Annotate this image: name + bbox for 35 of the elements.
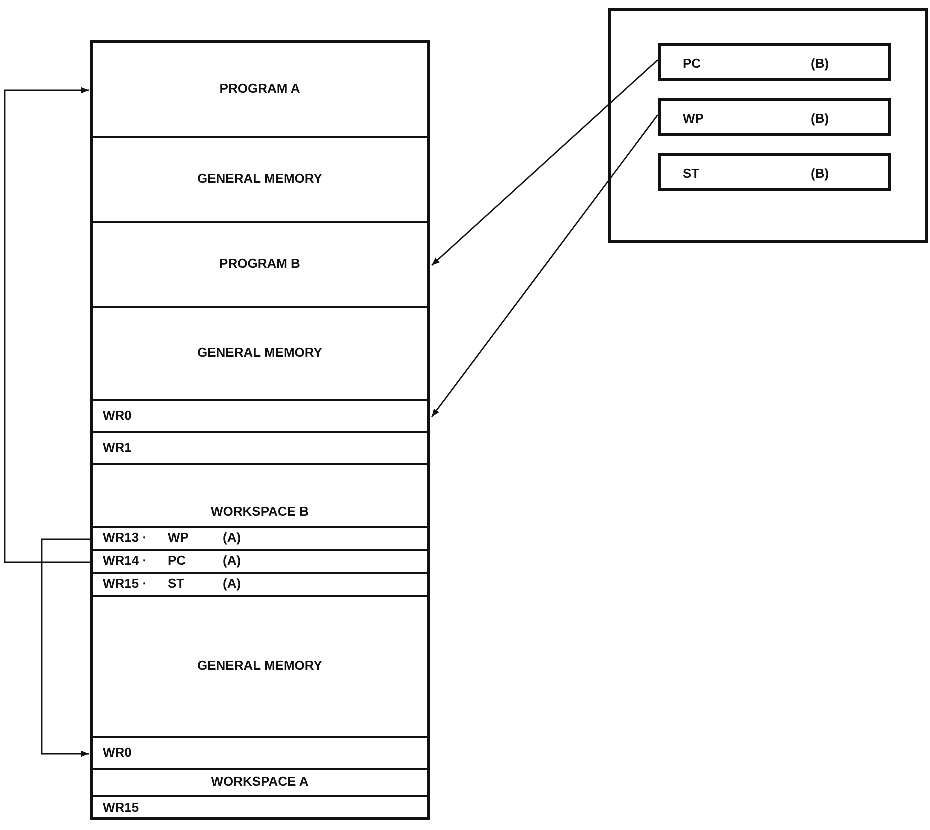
row-label: WORKSPACE A	[210, 774, 310, 789]
row-label: (B)	[811, 56, 830, 70]
row-label: PC	[683, 56, 702, 70]
row-label: WR1	[103, 440, 132, 454]
register-box	[658, 43, 891, 81]
row-label: WR0	[103, 744, 132, 760]
row-label: (B)	[811, 110, 830, 126]
row-label: (A)	[223, 553, 242, 568]
row-label: PROGRAM B	[218, 256, 302, 271]
row-label: GENERAL MEMORY	[196, 658, 324, 673]
register-box	[658, 153, 891, 191]
register-box	[658, 98, 891, 136]
row-label: WR0	[103, 408, 132, 422]
arrow	[4, 87, 90, 564]
arrow	[432, 60, 658, 266]
row-label: WP	[168, 530, 189, 545]
row-label: WR15	[103, 800, 140, 814]
row-label: PROGRAM A	[218, 81, 302, 96]
row-label: GENERAL MEMORY	[196, 345, 324, 360]
processor-box	[608, 8, 928, 243]
row-label: ST	[168, 576, 185, 591]
row-label: PC	[168, 553, 186, 568]
row-label: WP	[683, 110, 704, 126]
row-label: WORKSPACE B	[210, 504, 310, 519]
arrow	[431, 114, 659, 418]
row-label: WR13 ·	[103, 530, 148, 545]
row-label: WR15 ·	[103, 576, 148, 591]
row-label: (A)	[223, 530, 242, 545]
row-label: (A)	[223, 576, 242, 591]
arrow	[41, 538, 90, 758]
row-label: GENERAL MEMORY	[196, 171, 324, 186]
memory-map-box	[90, 40, 430, 820]
row-label: (B)	[811, 166, 830, 180]
row-label: WR14 ·	[103, 553, 148, 568]
row-label: ST	[683, 166, 700, 180]
